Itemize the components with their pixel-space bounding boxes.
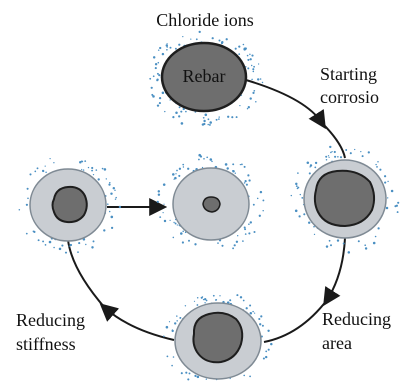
stage-reducing-stiffness <box>19 158 122 254</box>
arrow-to-starting-corrosion <box>246 80 322 123</box>
reducing-area-label: Reducing <box>322 309 391 329</box>
reducing-area-label-line2: area <box>322 333 352 353</box>
rebar-label: Rebar <box>183 66 226 86</box>
reducing-stiffness-label: Reducing <box>16 310 85 330</box>
corroded-rebar <box>193 313 242 363</box>
starting-corrosion-label-line2: corrosio <box>320 87 379 107</box>
stage-severe-corrosion <box>157 154 265 249</box>
corroded-rebar <box>203 197 220 212</box>
corroded-rebar <box>315 171 374 226</box>
starting-corrosion-label: Starting <box>320 64 377 84</box>
corroded-rebar <box>53 187 87 222</box>
reducing-stiffness-label-line2: stiffness <box>16 334 76 354</box>
arc-right-top <box>322 123 345 158</box>
arc-left-bottom <box>68 240 105 308</box>
arc-right-bottom <box>264 300 327 342</box>
chloride-ions-label: Chloride ions <box>156 10 254 30</box>
arrow-to-reducing-area <box>327 238 345 300</box>
arrow-to-reducing-stiffness <box>105 308 174 340</box>
stage-reducing-area <box>163 294 273 380</box>
stage-intact-rebar: Rebar <box>149 31 263 126</box>
stage-starting-corrosion <box>291 146 400 254</box>
